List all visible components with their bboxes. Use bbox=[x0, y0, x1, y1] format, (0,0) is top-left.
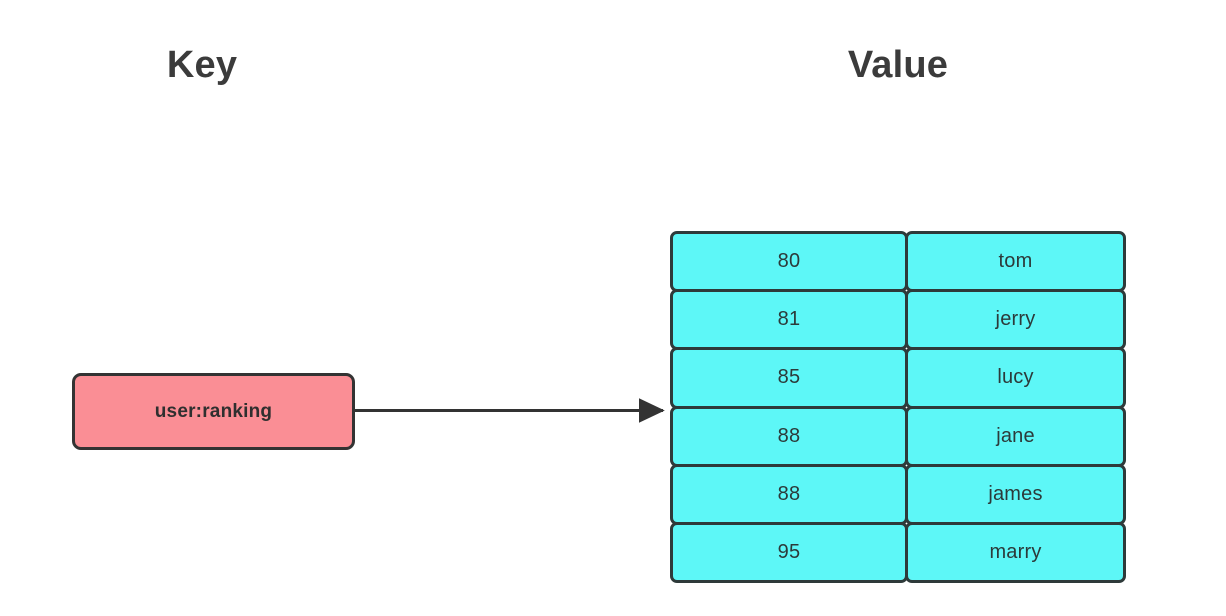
arrow-right-icon bbox=[355, 398, 665, 423]
value-table: 80 tom 81 jerry 85 lucy 88 jane 88 james… bbox=[670, 231, 1126, 584]
cell-score: 95 bbox=[670, 521, 908, 584]
cell-score: 85 bbox=[670, 347, 908, 409]
cell-name: lucy bbox=[905, 347, 1126, 409]
table-row: 88 james bbox=[670, 463, 1126, 525]
cell-score: 80 bbox=[670, 231, 908, 293]
cell-name: marry bbox=[905, 521, 1126, 584]
cell-score: 88 bbox=[670, 463, 908, 525]
value-column-heading: Value bbox=[847, 44, 949, 86]
key-column-heading: Key bbox=[166, 44, 238, 86]
table-row: 95 marry bbox=[670, 521, 1126, 584]
cell-score: 81 bbox=[670, 289, 908, 351]
table-row: 88 jane bbox=[670, 405, 1126, 467]
cell-name: james bbox=[905, 463, 1126, 525]
cell-name: jerry bbox=[905, 289, 1126, 351]
cell-score: 88 bbox=[670, 405, 908, 467]
key-node[interactable]: user:ranking bbox=[72, 373, 355, 450]
cell-name: jane bbox=[905, 405, 1126, 467]
table-row: 80 tom bbox=[670, 231, 1126, 293]
key-node-label: user:ranking bbox=[154, 400, 273, 422]
cell-name: tom bbox=[905, 231, 1126, 293]
table-row: 85 lucy bbox=[670, 347, 1126, 409]
table-row: 81 jerry bbox=[670, 289, 1126, 351]
